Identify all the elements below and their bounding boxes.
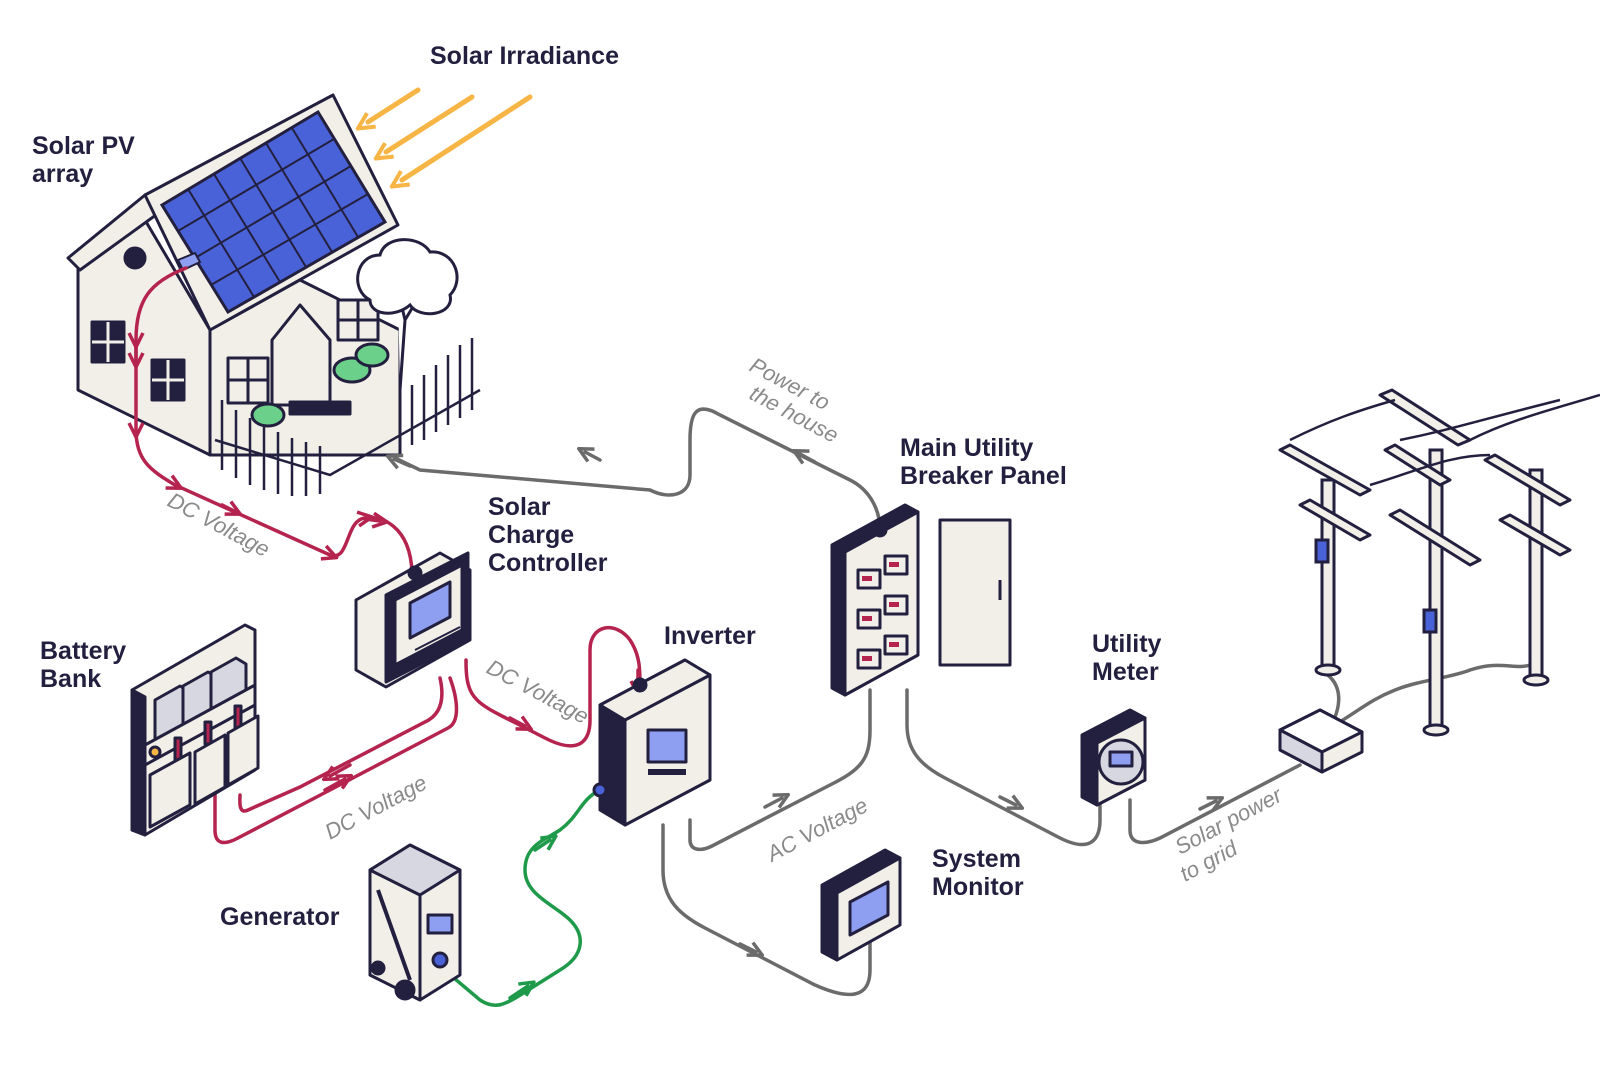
line-panel-to-house (394, 407, 882, 532)
label-battery-bank: Battery Bank (40, 637, 126, 693)
label-main-utility-breaker-panel: Main Utility Breaker Panel (900, 434, 1067, 490)
label-solar-pv-array: Solar PV array (32, 132, 135, 188)
label-inverter: Inverter (664, 622, 756, 650)
solar-panel-icon (159, 109, 388, 315)
line-inverter-to-monitor (661, 823, 872, 997)
label-monitor-line1: System (932, 845, 1021, 873)
label-generator: Generator (220, 903, 340, 931)
flow-label-dc-2: DC Voltage (483, 654, 593, 729)
label-meter-line2: Meter (1092, 658, 1159, 686)
label-battery-line1: Battery (40, 637, 127, 665)
generator-line (446, 788, 602, 1008)
utility-meter-icon (1080, 708, 1147, 807)
label-solar-charge-controller: Solar Charge Controller (488, 493, 607, 577)
line-panel-to-meter (905, 688, 1102, 847)
breaker-panel-icon (830, 503, 1012, 697)
label-solar-pv-array-line1: Solar PV (32, 132, 135, 160)
flow-label-dc-1: DC Voltage (164, 487, 274, 562)
charge-controller-icon (354, 551, 472, 689)
battery-bank-icon (130, 623, 260, 837)
inverter-icon (592, 658, 712, 827)
label-utility-meter: Utility Meter (1092, 630, 1161, 686)
label-battery-line2: Bank (40, 665, 102, 693)
label-monitor-line2: Monitor (932, 873, 1024, 901)
junction-box-icon (1278, 708, 1364, 774)
system-monitor-icon (820, 848, 902, 962)
flow-label-dc-3: DC Voltage (321, 770, 431, 845)
flow-label-ac: AC Voltage (761, 792, 872, 867)
label-controller-line3: Controller (488, 549, 608, 577)
power-pole-icon (1278, 388, 1600, 737)
ac-line-inverter-to-panel (688, 688, 872, 852)
label-panel-line2: Breaker Panel (900, 462, 1067, 490)
sun-rays-icon (368, 87, 533, 180)
label-controller-line2: Charge (488, 521, 575, 549)
label-panel-line1: Main Utility (900, 434, 1034, 462)
label-meter-line1: Utility (1092, 630, 1162, 658)
dc-line-pv-to-controller (136, 266, 414, 574)
dc-line-controller-battery (213, 676, 459, 845)
generator-icon (368, 843, 462, 1002)
label-system-monitor: System Monitor (932, 845, 1024, 901)
label-controller-line1: Solar (488, 493, 551, 521)
label-solar-irradiance: Solar Irradiance (430, 42, 619, 70)
label-solar-pv-array-line2: array (32, 160, 94, 188)
